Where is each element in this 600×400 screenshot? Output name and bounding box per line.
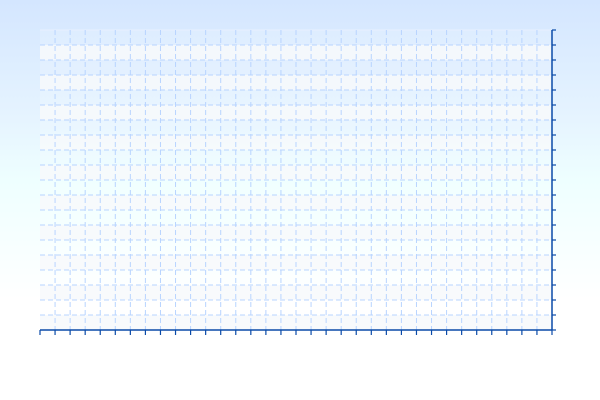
grid-band	[40, 45, 552, 60]
grid-band	[40, 165, 552, 180]
grid-band	[40, 285, 552, 300]
